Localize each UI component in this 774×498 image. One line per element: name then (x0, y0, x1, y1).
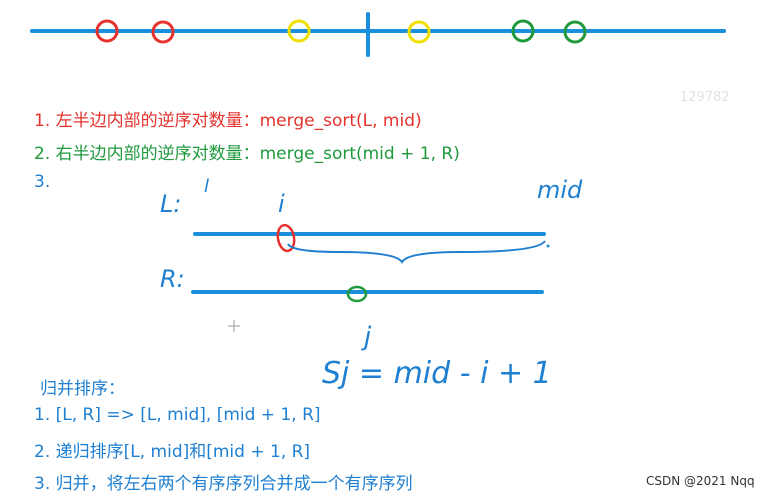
merge-title: 归并排序： (40, 379, 125, 399)
merge-item-1: 1. [L, R] => [L, mid], [mid + 1, R] (34, 405, 321, 425)
red-circle (151, 20, 175, 44)
step-1-text: 1. 左半边内部的逆序对数量：merge_sort(L, mid) (34, 111, 422, 131)
i-mark: i (278, 190, 285, 218)
green-circle (563, 20, 587, 44)
l-mark: l (204, 176, 210, 197)
j-mark: j (364, 322, 372, 352)
dot-mark (546, 244, 550, 248)
step-3-text: 3. (34, 172, 51, 192)
cursor-mark (228, 320, 240, 332)
watermark: CSDN @2021 Nqq (646, 474, 755, 488)
i-pointer-circle (276, 223, 296, 253)
right-label: R: (160, 265, 185, 293)
left-label: L: (160, 190, 182, 218)
j-pointer-circle (346, 285, 368, 303)
yellow-circle (407, 20, 431, 44)
curly-brace (287, 240, 546, 264)
mid-mark: mid (537, 176, 583, 204)
faint-number: 129782 (680, 90, 730, 105)
red-circle (95, 19, 119, 43)
formula: Sj = mid - i + 1 (322, 356, 552, 391)
yellow-circle (287, 19, 311, 43)
merge-item-2: 2. 递归排序[L, mid]和[mid + 1, R] (34, 442, 311, 462)
step-2-text: 2. 右半边内部的逆序对数量：merge_sort(mid + 1, R) (34, 144, 460, 164)
merge-item-3: 3. 归并，将左右两个有序序列合并成一个有序序列 (34, 474, 413, 494)
green-circle (511, 19, 535, 43)
